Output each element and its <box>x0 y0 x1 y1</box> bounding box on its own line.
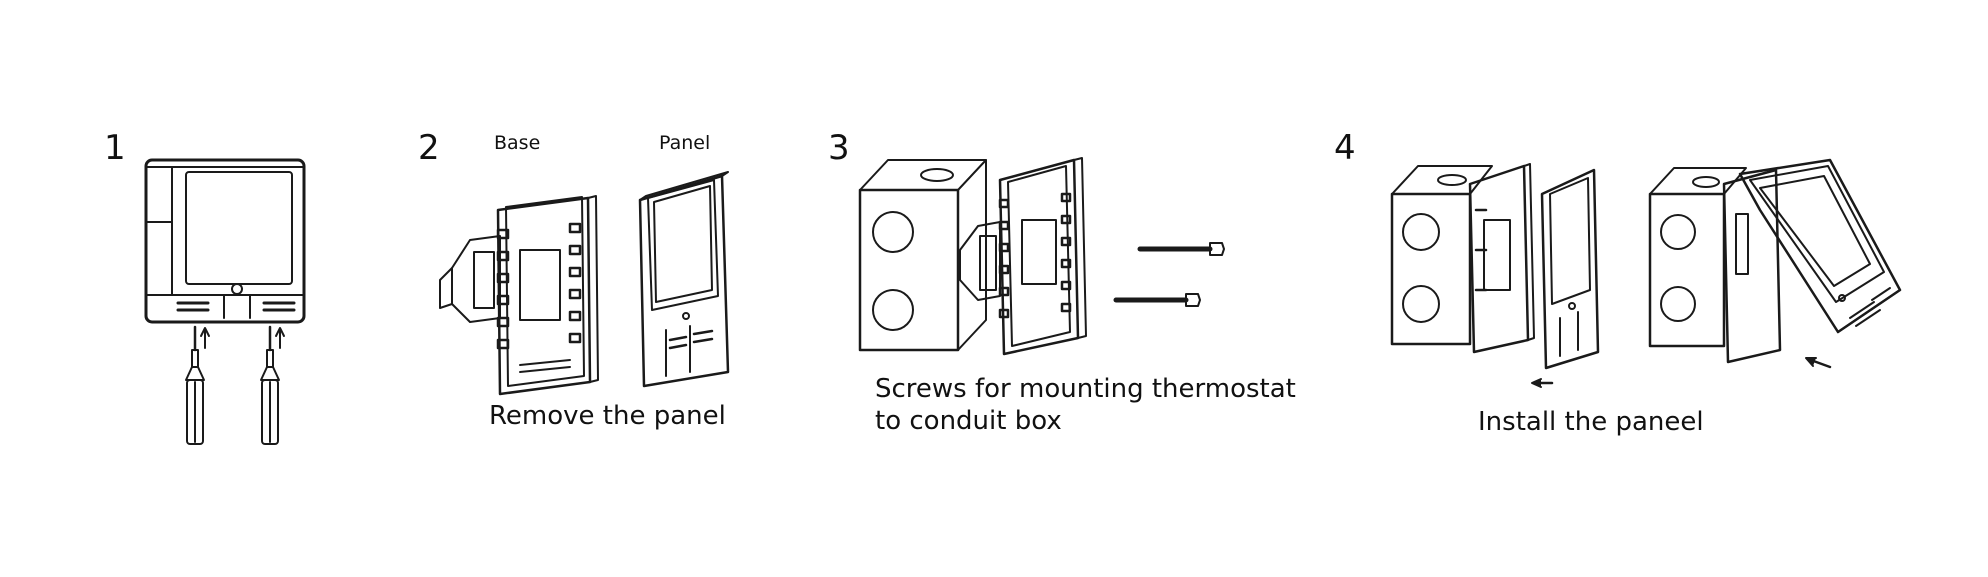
step2-panel <box>638 171 730 388</box>
step-2-number: 2 <box>418 128 440 168</box>
step-4-number: 4 <box>1334 128 1356 168</box>
step-1-number: 1 <box>104 128 126 168</box>
step-2-caption: Remove the panel <box>489 401 726 431</box>
step4-box-with-base <box>1390 163 1535 354</box>
step2-base <box>439 195 599 396</box>
step-4-caption: Install the paneel <box>1478 407 1704 437</box>
step-3-caption-line-1: Screws for mounting thermostat <box>875 374 1296 404</box>
base-label: Base <box>494 132 541 154</box>
step4-panel-front <box>1540 168 1600 370</box>
step1-thermostat-front <box>144 158 306 324</box>
step3-base <box>959 157 1087 356</box>
panel-label: Panel <box>659 132 711 154</box>
step4-assembled <box>1648 158 1902 364</box>
step1-screwdrivers <box>185 325 285 445</box>
step-3-caption-line-2: to conduit box <box>875 406 1062 436</box>
step3-screws <box>1113 242 1225 307</box>
step3-conduit-box <box>858 159 987 352</box>
step-3-number: 3 <box>828 128 850 168</box>
step4-arrows <box>1531 357 1832 388</box>
